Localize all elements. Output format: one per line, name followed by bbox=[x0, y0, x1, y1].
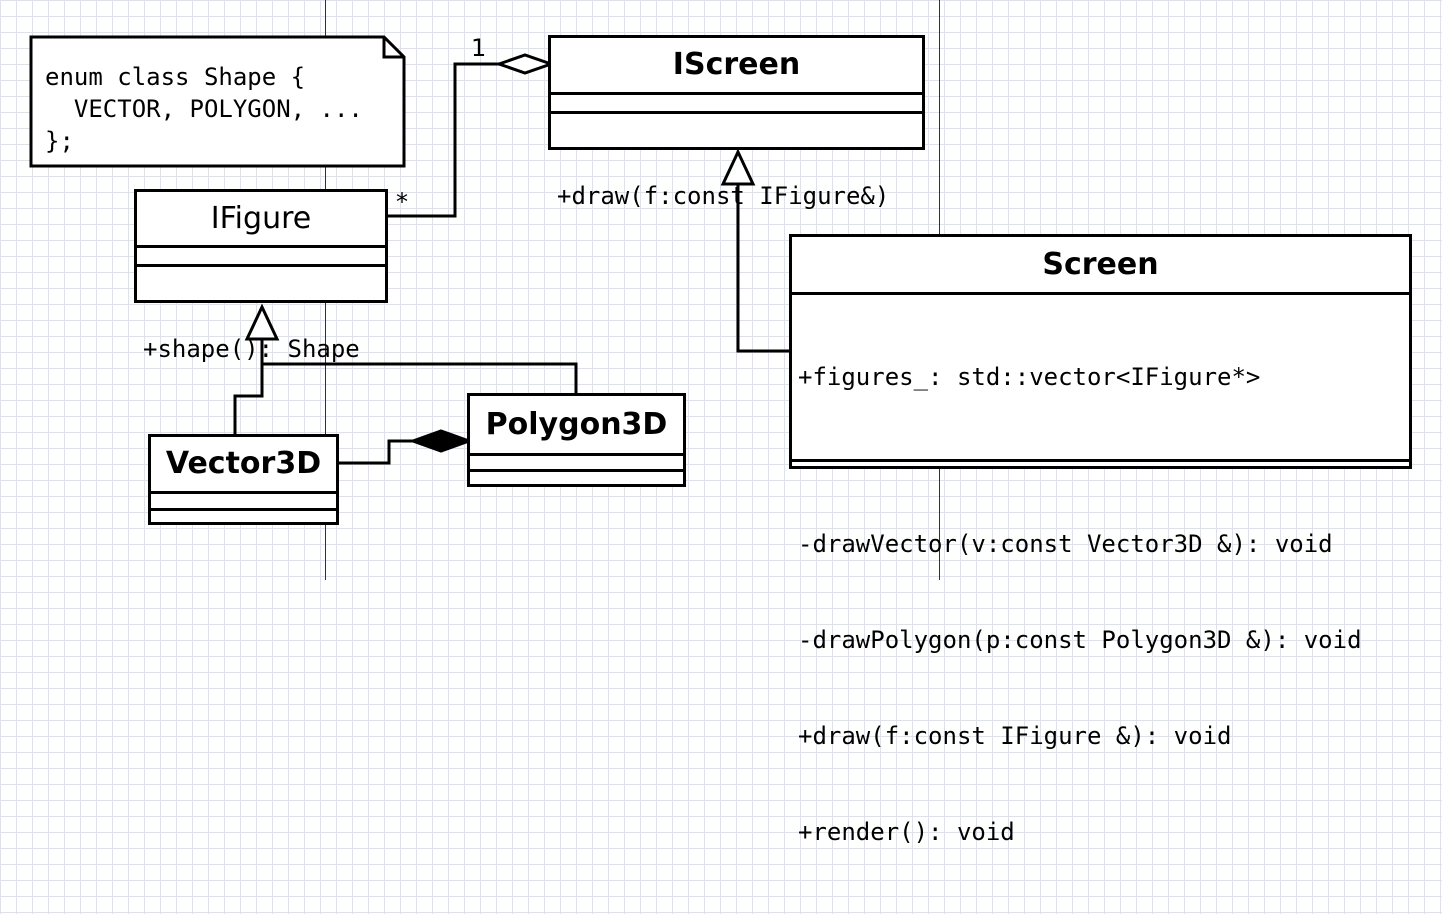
method: +shape(): Shape bbox=[143, 335, 360, 363]
multiplicity-label: 1 bbox=[471, 34, 487, 62]
class-vector3d[interactable]: Vector3D bbox=[148, 434, 339, 525]
class-name: Polygon3D bbox=[485, 407, 668, 442]
methods-compartment bbox=[470, 469, 683, 485]
vector-inheritance-line bbox=[233, 339, 264, 436]
screen-inheritance-line bbox=[736, 184, 791, 353]
note-text: enum class Shape { VECTOR, POLYGON, ...}… bbox=[45, 61, 363, 157]
method: +render(): void bbox=[798, 818, 1015, 846]
note-line: enum class Shape { bbox=[45, 63, 306, 91]
method: +draw(f:const IFigure&) bbox=[557, 182, 890, 210]
methods-compartment: +shape(): Shape bbox=[137, 264, 385, 431]
composition-line bbox=[337, 439, 413, 465]
note-fold bbox=[382, 37, 404, 59]
attributes-compartment: +figures_: std::vector<IFigure*> bbox=[792, 292, 1409, 459]
class-ifigure[interactable]: IFigure +shape(): Shape bbox=[134, 189, 388, 363]
aggregation-line bbox=[386, 62, 503, 218]
class-name: IFigure bbox=[210, 201, 312, 236]
class-name: Screen bbox=[1042, 247, 1159, 282]
connectors bbox=[29, 35, 791, 465]
enum-note: enum class Shape { VECTOR, POLYGON, ...}… bbox=[29, 35, 406, 168]
class-name: Vector3D bbox=[165, 446, 322, 481]
attributes-compartment bbox=[551, 92, 922, 111]
method: -drawPolygon(p:const Polygon3D &): void bbox=[798, 626, 1362, 654]
methods-compartment bbox=[151, 508, 336, 525]
screen-inheritance-arrow bbox=[720, 148, 756, 186]
note-line: VECTOR, POLYGON, ... bbox=[45, 95, 363, 123]
ifigure-inheritance-arrow bbox=[244, 303, 280, 341]
class-iscreen[interactable]: IScreen +draw(f:const IFigure&) bbox=[548, 35, 925, 210]
aggregation-diamond bbox=[494, 53, 556, 75]
method: -drawVector(v:const Vector3D &): void bbox=[798, 530, 1333, 558]
note-shape bbox=[29, 35, 406, 168]
class-screen[interactable]: Screen +figures_: std::vector<IFigure*> … bbox=[789, 234, 1412, 846]
methods-compartment: -drawVector(v:const Vector3D &): void -d… bbox=[792, 459, 1409, 914]
attributes-compartment bbox=[151, 491, 336, 508]
method: +draw(f:const IFigure &): void bbox=[798, 722, 1232, 750]
note-line: }; bbox=[45, 127, 74, 155]
multiplicity-label: * bbox=[396, 188, 408, 216]
polygon-inheritance-line bbox=[262, 362, 578, 395]
attribute: +figures_: std::vector<IFigure*> bbox=[798, 363, 1261, 391]
class-polygon3d[interactable]: Polygon3D bbox=[467, 393, 686, 487]
composition-diamond bbox=[408, 429, 474, 453]
attributes-compartment bbox=[470, 453, 683, 469]
methods-compartment: +draw(f:const IFigure&) bbox=[551, 111, 922, 278]
attributes-compartment bbox=[137, 245, 385, 264]
class-name: IScreen bbox=[672, 47, 801, 82]
